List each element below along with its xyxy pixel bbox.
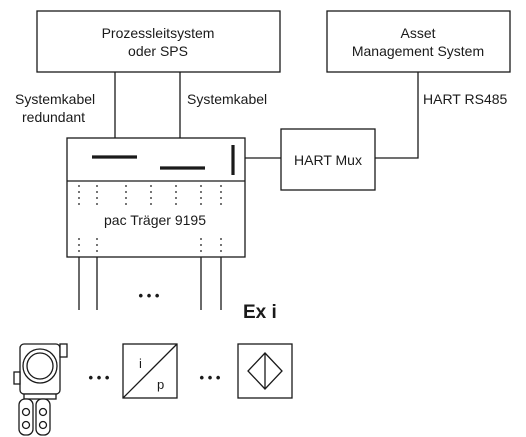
converter-output-label: p [157, 377, 164, 392]
hart-rs485-label: HART RS485 [423, 91, 508, 107]
wires-ellipsis: • • • [139, 288, 160, 303]
proximity-sensor-icon [237, 343, 293, 399]
hart-mux-box: HART Mux [280, 128, 376, 191]
asset-management-label-line2: Management System [352, 43, 484, 59]
pressure-transmitter-icon [13, 343, 68, 436]
devices-ellipsis-right: • • • [200, 370, 221, 385]
hart-rs485-line [375, 72, 419, 159]
ip-converter-icon: i p [122, 343, 178, 399]
carrier-label: pac Träger 9195 [104, 212, 206, 228]
system-cable-redundant-label-line1: Systemkabel [15, 91, 95, 107]
control-system-label-line2: oder SPS [128, 43, 188, 59]
control-system-label-line1: Prozessleitsystem [102, 25, 215, 41]
system-cable-redundant-label-line2: redundant [22, 109, 85, 125]
system-cable-label: Systemkabel [187, 91, 267, 107]
carrier-box: pac Träger 9195 [66, 137, 246, 258]
asset-management-label-line1: Asset [400, 25, 435, 41]
control-system-box: Prozessleitsystem oder SPS [36, 10, 281, 73]
asset-management-box: Asset Management System [326, 10, 511, 73]
converter-input-label: i [139, 356, 142, 371]
ex-i-label: Ex i [243, 302, 277, 323]
devices-ellipsis-left: • • • [89, 370, 110, 385]
hart-mux-label: HART Mux [294, 152, 362, 168]
